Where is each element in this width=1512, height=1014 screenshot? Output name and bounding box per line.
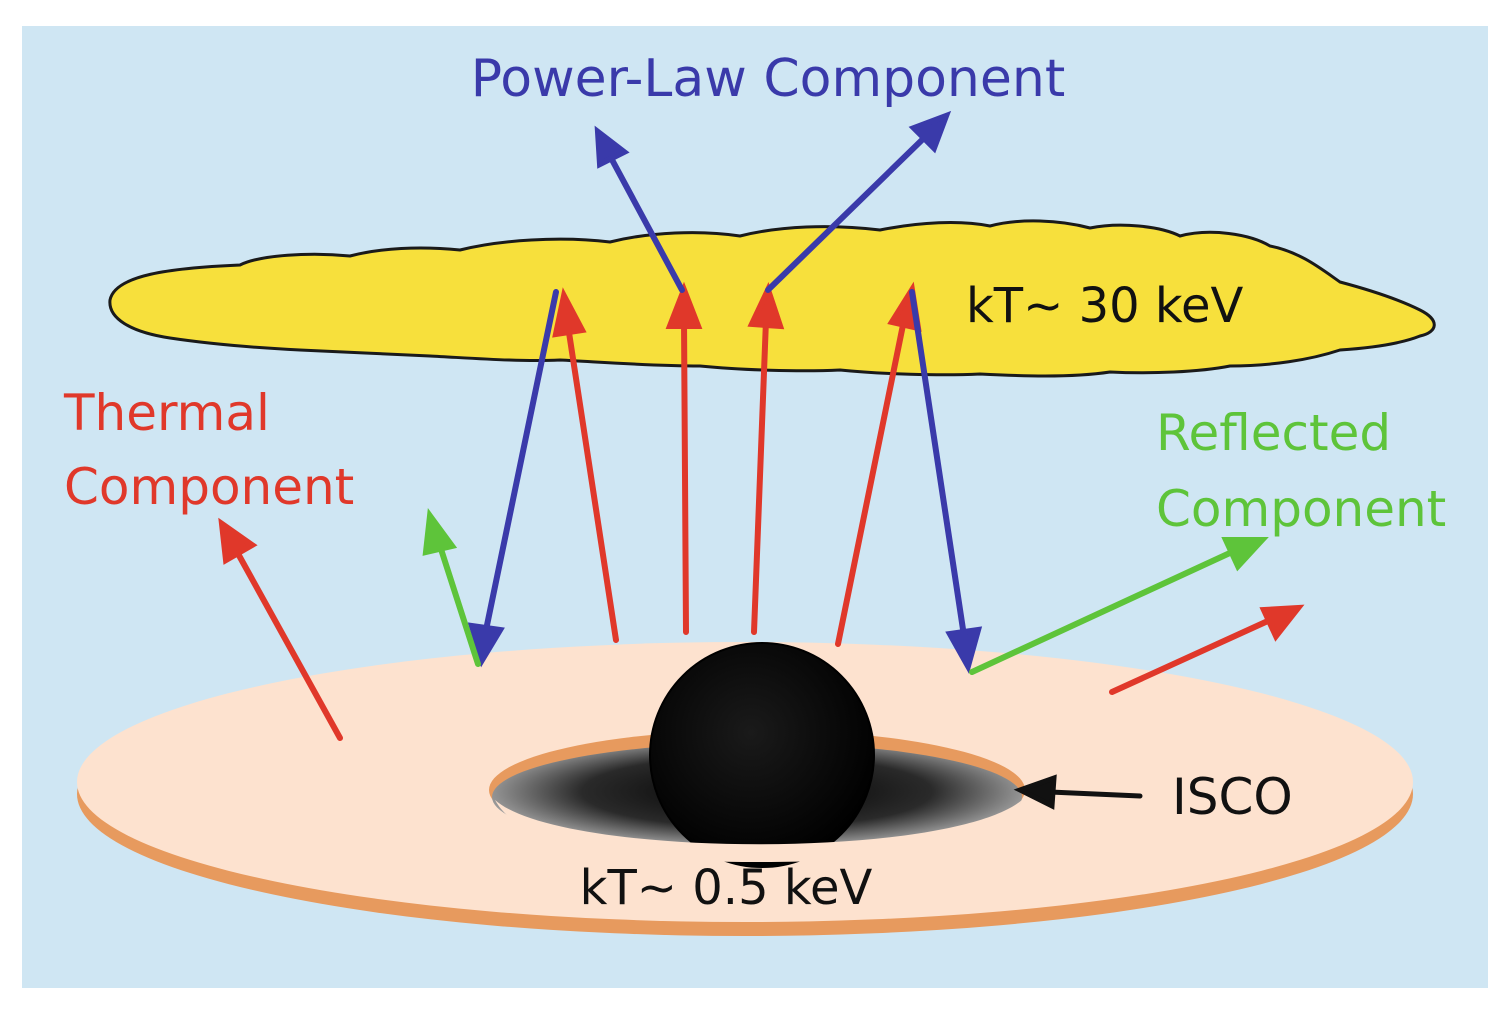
power-law-arrows [467, 110, 983, 674]
reflected-label-line2: Component [1156, 480, 1446, 538]
isco-pointer-arrow [1013, 774, 1143, 810]
disk-temperature-label: kT~ 0.5 keV [580, 860, 873, 916]
corona-temperature-label: kT~ 30 keV [966, 278, 1244, 334]
isco-label: ISCO [1172, 768, 1293, 826]
black-hole [649, 642, 875, 868]
power-law-label: Power-Law Component [471, 49, 1065, 109]
isco-front-lip [495, 800, 1022, 862]
thermal-label-line2: Component [64, 458, 354, 516]
thermal-label-line1: Thermal [63, 384, 270, 442]
reflected-arrows [422, 508, 1269, 675]
thermal-arrows [218, 281, 1305, 741]
reflected-label-line1: Reflected [1156, 404, 1391, 462]
